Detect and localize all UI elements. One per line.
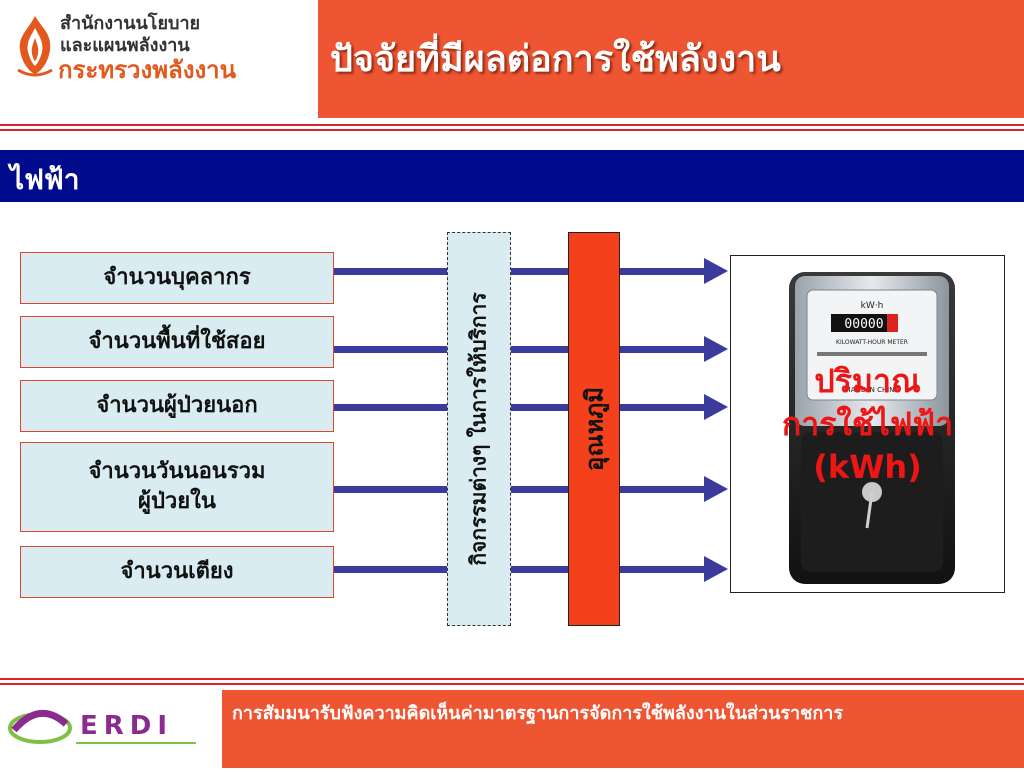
arrow-head-icon bbox=[704, 556, 728, 582]
erdi-logo: ERDI bbox=[0, 690, 222, 768]
section-title: ไฟฟ้า bbox=[10, 163, 80, 196]
arrow-connector bbox=[334, 486, 447, 493]
footer-text: การสัมมนารับฟังความคิดเห็นค่ามาตรฐานการจ… bbox=[232, 703, 844, 724]
arrow-head-icon bbox=[704, 394, 728, 420]
arrow-connector bbox=[511, 566, 568, 573]
erdi-logo-icon: ERDI bbox=[8, 709, 196, 744]
meter-caption-line3: (kWh) bbox=[813, 448, 922, 487]
meter-caption: ปริมาณ การใช้ไฟฟ้า (kWh) bbox=[730, 360, 1005, 490]
meter-unit-text: kW·h bbox=[861, 301, 884, 311]
electric-meter-icon: kW·h 00000 KILOWATT-HOUR METER MADE IN C… bbox=[789, 272, 955, 584]
arrow-connector bbox=[334, 346, 447, 353]
footer-divider-2 bbox=[0, 683, 1024, 685]
activity-box: กิจกรรมต่างๆ ในการให้บริการ bbox=[447, 232, 511, 626]
arrow-head-icon bbox=[704, 258, 728, 284]
factor-inpatient-days: จำนวนวันนอนรวม ผู้ป่วยใน bbox=[20, 442, 334, 532]
factor-label: จำนวนเตียง bbox=[120, 559, 234, 585]
factor-floor-area: จำนวนพื้นที่ใช้สอย bbox=[20, 316, 334, 368]
electric-meter-panel: kW·h 00000 KILOWATT-HOUR METER MADE IN C… bbox=[730, 255, 1005, 593]
org-name-line1: สำนักงานนโยบาย bbox=[60, 13, 201, 34]
arrow-connector bbox=[620, 346, 706, 353]
arrow-connector bbox=[511, 486, 568, 493]
arrow-connector bbox=[620, 268, 706, 275]
arrow-connector bbox=[511, 404, 568, 411]
arrow-connector bbox=[620, 486, 706, 493]
factor-label: จำนวนพื้นที่ใช้สอย bbox=[88, 329, 266, 355]
arrow-connector bbox=[620, 404, 706, 411]
meter-digits: 00000 bbox=[844, 317, 883, 332]
meter-caption-line2: การใช้ไฟฟ้า bbox=[781, 405, 954, 444]
factor-outpatients: จำนวนผู้ป่วยนอก bbox=[20, 380, 334, 432]
ministry-logo bbox=[0, 0, 318, 118]
arrow-connector bbox=[334, 268, 447, 275]
activity-label: กิจกรรมต่างๆ ในการให้บริการ bbox=[466, 292, 491, 566]
temperature-box: อุณหภูมิ bbox=[568, 232, 620, 626]
factor-label-line2: ผู้ป่วยใน bbox=[138, 489, 216, 514]
meter-origin: MADE IN CHINA bbox=[845, 386, 900, 394]
arrow-connector bbox=[334, 404, 447, 411]
factor-label: จำนวนบุคลากร bbox=[103, 265, 251, 291]
factor-personnel: จำนวนบุคลากร bbox=[20, 252, 334, 304]
footer-banner bbox=[222, 690, 1024, 768]
title-banner bbox=[318, 0, 1024, 118]
section-bar bbox=[0, 150, 1024, 202]
org-name-line2: และแผนพลังงาน bbox=[60, 35, 190, 56]
arrow-connector bbox=[620, 566, 706, 573]
page-title: ปัจจัยที่มีผลต่อการใช้พลังงาน bbox=[330, 39, 781, 80]
factor-beds: จำนวนเตียง bbox=[20, 546, 334, 598]
meter-name: KILOWATT-HOUR METER bbox=[836, 339, 908, 346]
arrow-connector bbox=[511, 268, 568, 275]
header-divider bbox=[0, 124, 1024, 126]
header-divider-2 bbox=[0, 129, 1024, 131]
flame-logo-icon bbox=[17, 16, 53, 77]
arrow-connector bbox=[334, 566, 447, 573]
arrow-head-icon bbox=[704, 476, 728, 502]
erdi-logo-text: ERDI bbox=[80, 711, 173, 741]
factor-label-line1: จำนวนวันนอนรวม bbox=[88, 459, 266, 485]
meter-caption-line1: ปริมาณ bbox=[814, 362, 921, 400]
footer-divider bbox=[0, 678, 1024, 680]
arrow-head-icon bbox=[704, 336, 728, 362]
ministry-name: กระทรวงพลังงาน bbox=[58, 56, 237, 84]
factor-label: จำนวนผู้ป่วยนอก bbox=[96, 393, 258, 419]
arrow-connector bbox=[511, 346, 568, 353]
temperature-label: อุณหภูมิ bbox=[580, 386, 609, 472]
